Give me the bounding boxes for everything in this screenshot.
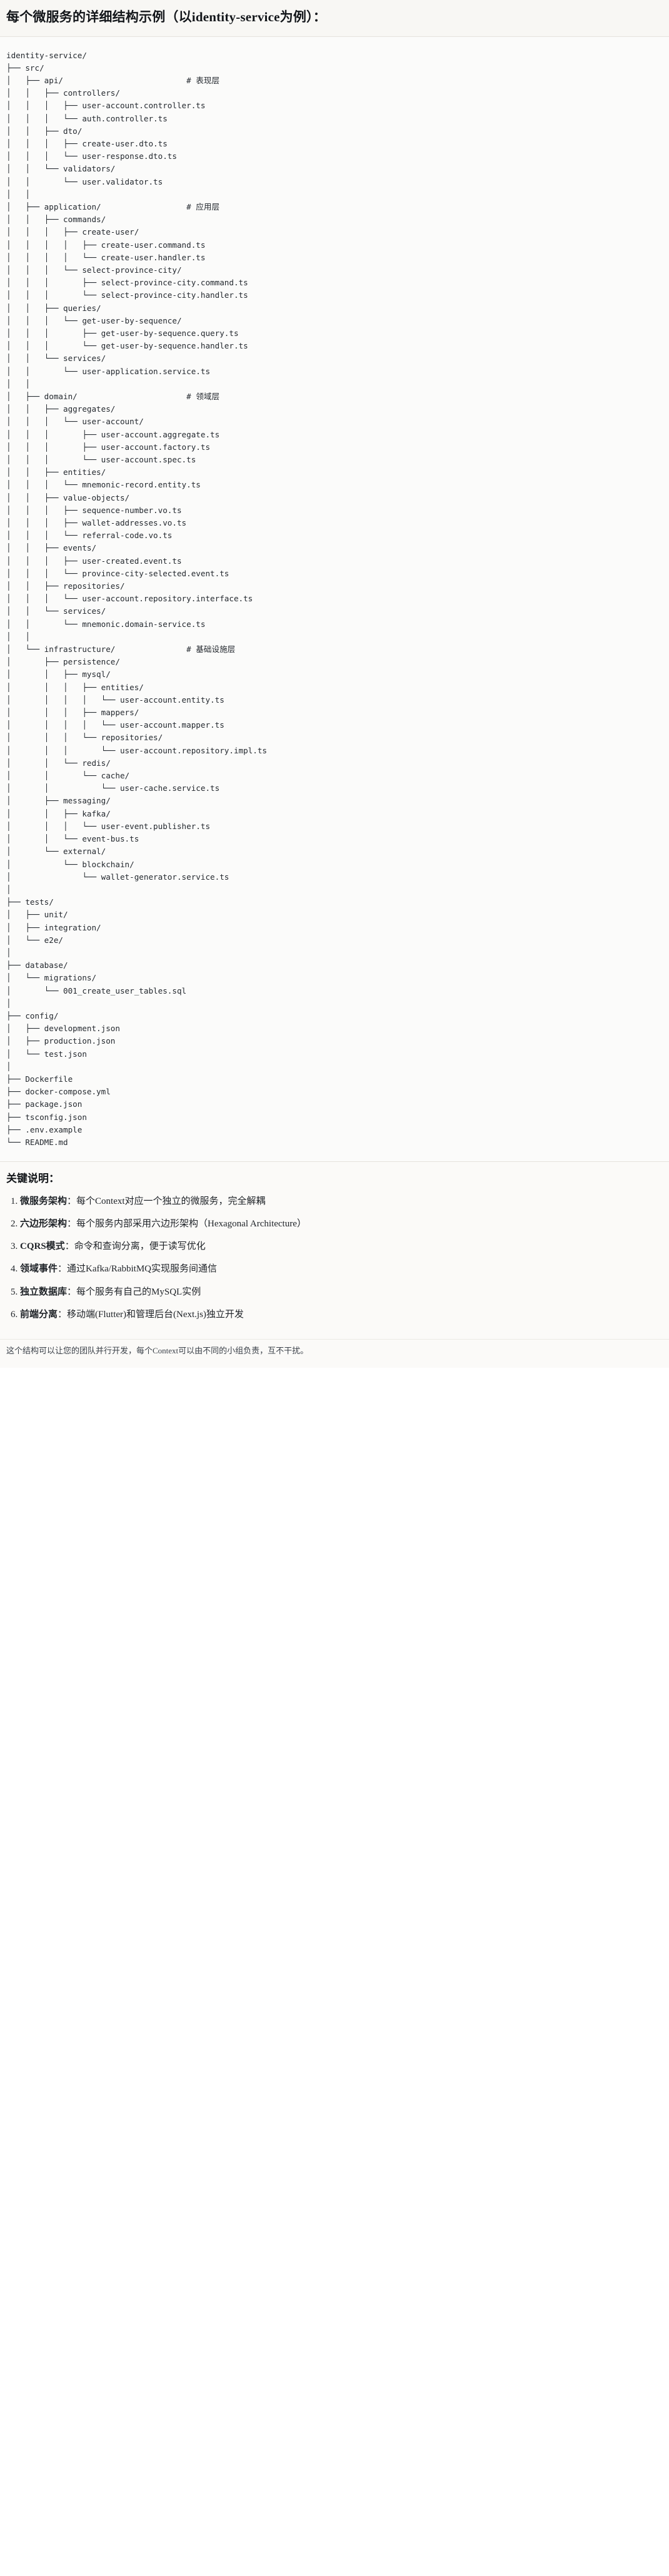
directory-tree: identity-service/ ├── src/ │ ├── api/ # …	[6, 50, 268, 1147]
note-text: ：移动端(Flutter)和管理后台(Next.js)独立开发	[58, 1309, 244, 1320]
note-label: CQRS模式	[20, 1241, 65, 1252]
note-text: ：命令和查询分离，便于读写优化	[64, 1241, 206, 1252]
note-label: 前端分离	[20, 1309, 58, 1320]
list-item: 微服务架构：每个Context对应一个独立的微服务，完全解耦	[20, 1194, 663, 1209]
note-text: ：每个Context对应一个独立的微服务，完全解耦	[67, 1196, 266, 1206]
key-notes-section: 关键说明： 微服务架构：每个Context对应一个独立的微服务，完全解耦 六边形…	[0, 1162, 669, 1337]
note-label: 六边形架构	[20, 1218, 68, 1229]
list-item: 独立数据库：每个服务有自己的MySQL实例	[20, 1285, 663, 1300]
key-notes-list: 微服务架构：每个Context对应一个独立的微服务，完全解耦 六边形架构：每个服…	[6, 1194, 663, 1323]
note-label: 独立数据库	[20, 1286, 68, 1297]
footer-note: 这个结构可以让您的团队并行开发，每个Context可以由不同的小组负责，互不干扰…	[0, 1339, 669, 1368]
directory-tree-block: identity-service/ ├── src/ │ ├── api/ # …	[0, 36, 669, 1163]
list-item: 六边形架构：每个服务内部采用六边形架构（Hexagonal Architectu…	[20, 1217, 663, 1231]
note-text: ：每个服务内部采用六边形架构（Hexagonal Architecture）	[67, 1218, 306, 1229]
key-notes-heading: 关键说明：	[6, 1173, 59, 1185]
list-item: 前端分离：移动端(Flutter)和管理后台(Next.js)独立开发	[20, 1308, 663, 1322]
note-label: 微服务架构	[20, 1196, 68, 1206]
list-item: CQRS模式：命令和查询分离，便于读写优化	[20, 1240, 663, 1254]
list-item: 领域事件：通过Kafka/RabbitMQ实现服务间通信	[20, 1262, 663, 1276]
note-text: ：通过Kafka/RabbitMQ实现服务间通信	[58, 1264, 217, 1275]
note-text: ：每个服务有自己的MySQL实例	[67, 1286, 201, 1297]
page-title: 每个微服务的详细结构示例（以identity-service为例）：	[0, 0, 669, 37]
note-label: 领域事件	[20, 1264, 58, 1275]
document-page: 每个微服务的详细结构示例（以identity-service为例）： ident…	[0, 0, 669, 1368]
